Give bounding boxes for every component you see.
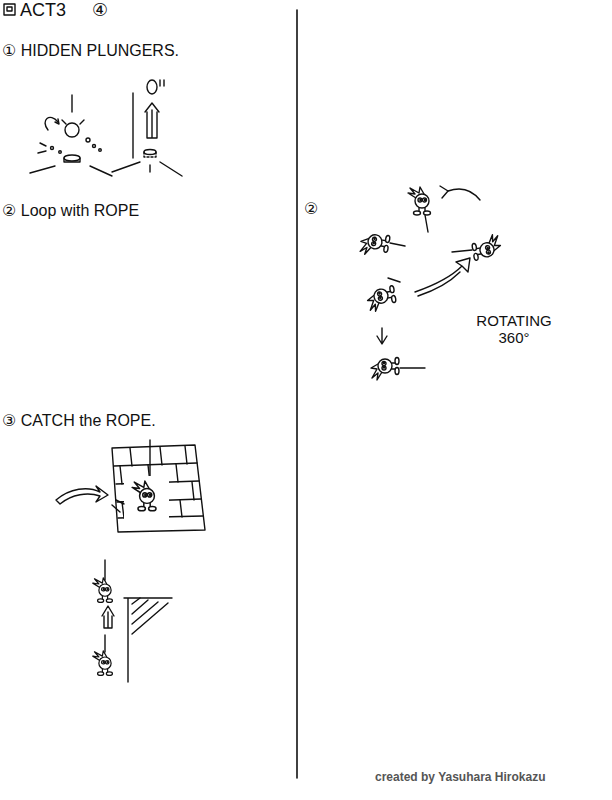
section-heading: ① HIDDEN PLUNGERS. (2, 42, 179, 60)
section-heading: ③ CATCH the ROPE. (2, 412, 156, 430)
wall-rope-sketch (56, 440, 205, 682)
section-number: ② (304, 200, 318, 218)
title-icon (4, 4, 15, 15)
divider-line (296, 10, 298, 778)
credit-text: created by Yasuhara Hirokazu (375, 771, 546, 785)
page-number: ④ (92, 0, 108, 21)
rope-loop-sketch (359, 186, 502, 380)
rotation-note: ROTATING 360° (468, 312, 560, 347)
section-heading: ② Loop with ROPE (2, 202, 139, 220)
plunger-sketch (30, 80, 182, 176)
act-title: ACT3 (20, 0, 66, 21)
